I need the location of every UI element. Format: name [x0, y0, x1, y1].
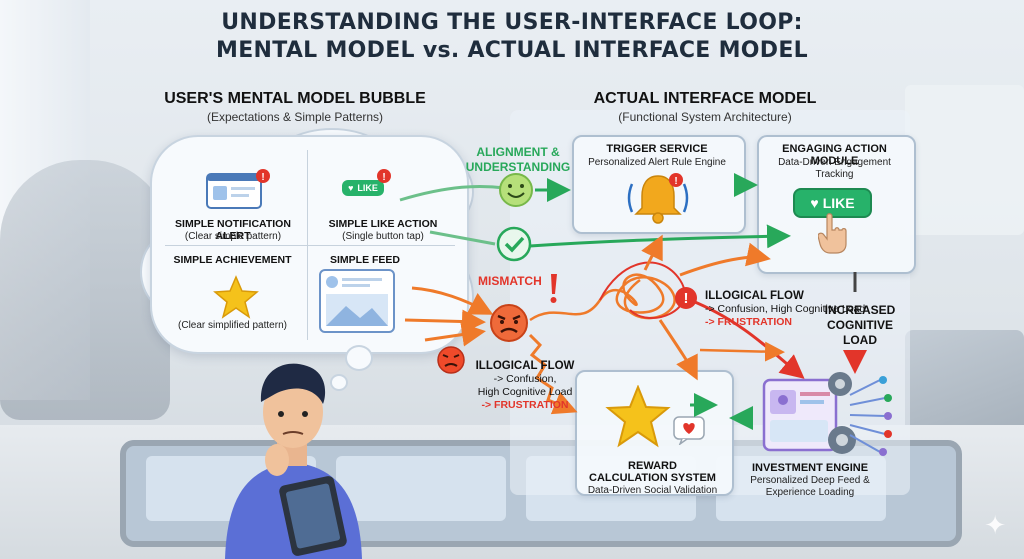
illogical-flow-right: ILLOGICAL FLOW -> Confusion, High Cognit… — [705, 290, 866, 328]
mental-model-heading: USER'S MENTAL MODEL BUBBLE — [164, 90, 426, 107]
reward-title-1: REWARD — [628, 460, 677, 472]
simple-achievement-sub: (Clear simplified pattern) — [178, 320, 287, 331]
angry-face-small-icon — [437, 346, 465, 374]
happy-face-icon — [499, 173, 533, 207]
trigger-service-title: TRIGGER SERVICE — [606, 143, 708, 155]
mismatch-label: MISMATCH — [478, 274, 542, 288]
investment-sub-2: Experience Loading — [765, 487, 855, 498]
mental-model-subheading: (Expectations & Simple Patterns) — [206, 110, 384, 124]
investment-screen-icon — [762, 372, 856, 454]
svg-text:!: ! — [261, 172, 264, 183]
notification-card-icon: ! — [206, 169, 270, 209]
alignment-label-2: UNDERSTANDING — [465, 160, 571, 174]
reward-sub: Data-Driven Social Validation — [587, 485, 718, 496]
sparkle-icon: ✦ — [984, 510, 1006, 540]
thought-dot — [345, 345, 373, 371]
heart-bubble-icon — [673, 416, 705, 445]
reward-star-icon — [605, 385, 671, 448]
svg-text:!: ! — [382, 172, 385, 183]
simple-notification-label: SIMPLE NOTIFICATION ALERT — [175, 218, 291, 242]
alert-badge-icon: ! — [377, 169, 391, 183]
svg-text:!: ! — [684, 290, 689, 307]
thought-dot — [330, 374, 348, 391]
engaging-action-sub-1: Data-Driven Engagement — [778, 157, 891, 168]
pointing-hand-icon — [818, 213, 847, 254]
bell-icon: ! — [627, 173, 689, 224]
cognitive-load-label: INCREASED COGNITIVE LOAD — [824, 303, 896, 347]
warning-badge-icon: ! — [675, 287, 697, 309]
title-line-2: MENTAL MODEL vs. ACTUAL INTERFACE MODEL — [216, 38, 808, 63]
investment-title: INVESTMENT ENGINE — [751, 462, 869, 474]
simple-achievement-label: SIMPLE ACHIEVEMENT — [173, 254, 292, 266]
simple-like-label: SIMPLE LIKE ACTION — [328, 218, 438, 230]
actual-model-heading: ACTUAL INTERFACE MODEL — [593, 90, 817, 107]
title-line-1: UNDERSTANDING THE USER-INTERFACE LOOP: — [221, 10, 803, 35]
engaging-action-title: ENGAGING ACTION MODULE — [782, 143, 887, 167]
illogical-flow-left: ILLOGICAL FLOW -> Confusion, High Cognit… — [475, 360, 575, 411]
actual-model-subheading: (Functional System Architecture) — [618, 110, 792, 124]
feed-card-icon — [319, 269, 395, 333]
engaging-action-sub-2: Tracking — [815, 169, 854, 180]
exclamation-icon — [550, 274, 557, 303]
alignment-label-1: ALIGNMENT & — [476, 145, 560, 159]
star-icon — [213, 275, 259, 319]
svg-text:!: ! — [674, 176, 677, 187]
engaging-like-button: ♥LIKE — [795, 190, 870, 216]
investment-sub-1: Personalized Deep Feed & — [750, 475, 870, 486]
trigger-service-sub: Personalized Alert Rule Engine — [588, 157, 726, 168]
simple-notification-sub: (Clear simple pattern) — [184, 231, 282, 242]
like-button-icon: ♥LIKE — [342, 180, 384, 196]
checkmark-icon — [496, 226, 532, 262]
background-person — [0, 160, 170, 420]
simple-like-sub: (Single button tap) — [342, 231, 424, 242]
background-wall-shelf — [905, 85, 1024, 235]
reward-title-2: CALCULATION SYSTEM — [589, 472, 716, 484]
confused-user-figure — [225, 363, 362, 559]
simple-feed-label: SIMPLE FEED — [329, 254, 400, 266]
mental-model-bubble — [150, 135, 469, 354]
angry-face-icon — [490, 304, 528, 342]
